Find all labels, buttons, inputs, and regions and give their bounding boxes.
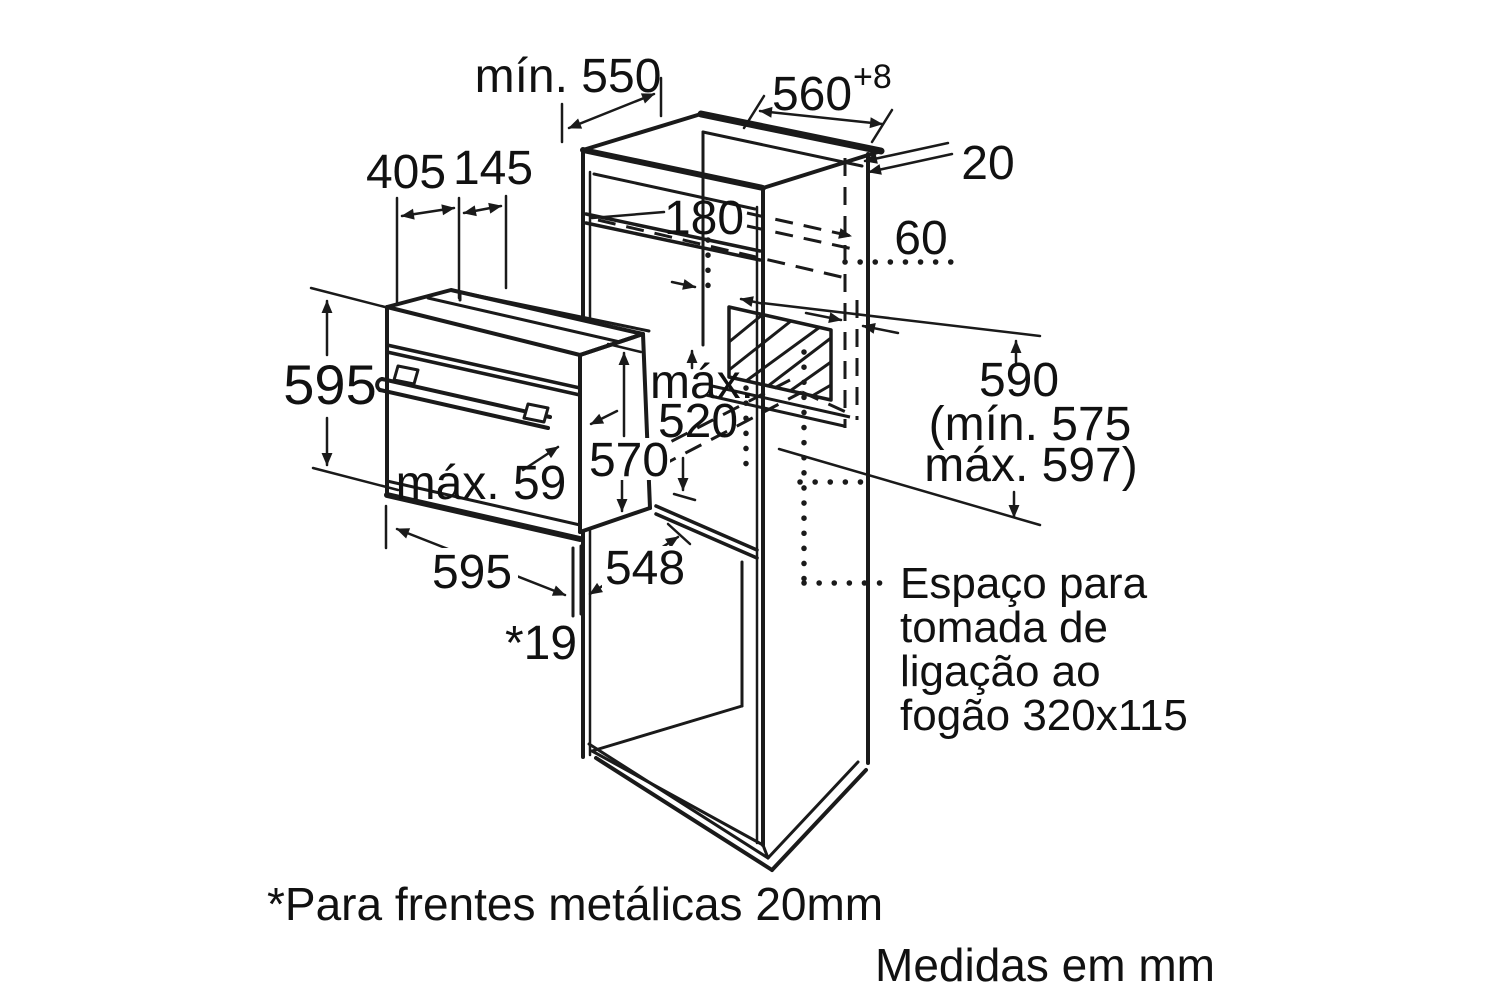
label-590: 590 (979, 354, 1059, 407)
label-19: *19 (505, 617, 577, 670)
units-note: Medidas em mm (875, 939, 1215, 991)
label-60: 60 (894, 212, 947, 265)
oven-handle (375, 364, 552, 430)
footnote-metal-fronts: *Para frentes metálicas 20mm (267, 878, 883, 930)
label-max520-value: 520 (658, 395, 738, 448)
dimension-graphics (309, 76, 1042, 618)
label-595-bottom: 595 (432, 546, 512, 599)
label-570-mask (588, 438, 670, 480)
connection-note-line1: Espaço para (900, 559, 1148, 608)
connection-note-line4: fogão 320x115 (900, 691, 1188, 740)
label-570: 570 (589, 434, 669, 487)
connection-note-line3: ligação ao (900, 647, 1101, 696)
label-560-tolerance: +8 (853, 58, 892, 96)
label-405: 405 (366, 146, 446, 199)
label-560: 560 (772, 68, 852, 121)
label-max520-word: máx. (650, 356, 754, 409)
label-590-max: máx. 597) (924, 439, 1137, 492)
label-180: 180 (664, 192, 744, 245)
connection-note-line2: tomada de (900, 603, 1108, 652)
label-20: 20 (961, 137, 1014, 190)
connection-space-note: Espaço para tomada de ligação ao fogão 3… (900, 559, 1188, 740)
label-595-left: 595 (283, 353, 376, 416)
cabinet-outline (580, 110, 885, 872)
connection-space-hatch (705, 305, 851, 428)
dimension-labels: mín. 550 560 +8 20 405 145 180 60 595 má… (283, 50, 1137, 670)
label-595-bottom-mask (428, 548, 518, 592)
label-590-min: (mín. 575 (929, 398, 1132, 451)
label-548-mask (602, 546, 690, 590)
label-548: 548 (605, 542, 685, 595)
label-max59: máx. 59 (396, 457, 567, 510)
label-min-550: mín. 550 (475, 50, 662, 103)
label-145: 145 (453, 142, 533, 195)
